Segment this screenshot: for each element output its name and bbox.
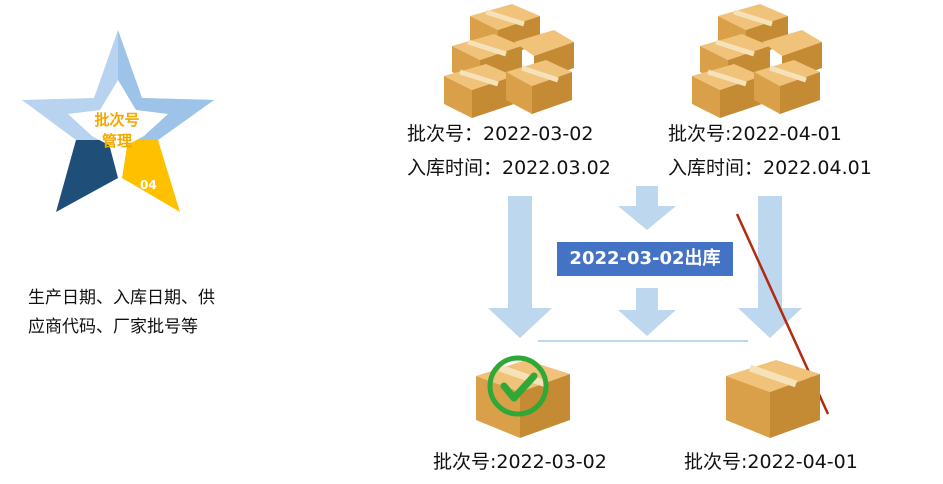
batch-star-badge — [22, 30, 214, 212]
result-right-batch: 批次号:2022-04-01 — [684, 451, 858, 473]
box-right-icon — [726, 360, 820, 438]
right-inbound-time: 入库时间：2022.04.01 — [668, 157, 872, 179]
left-batch-number: 批次号：2022-03-02 — [407, 123, 594, 145]
batch-attributes-description: 生产日期、入库日期、供应商代码、厂家批号等 — [28, 288, 215, 337]
check-icon — [487, 355, 549, 417]
center-top-arrow — [618, 186, 676, 230]
center-bottom-arrow — [618, 288, 676, 336]
result-left-batch: 批次号:2022-03-02 — [433, 451, 607, 473]
box-stack-right-icon — [692, 4, 822, 118]
left-inbound-time: 入库时间：2022.03.02 — [407, 157, 611, 179]
badge-title-line2: 管理 — [101, 132, 132, 150]
box-stack-left-icon — [444, 4, 574, 118]
right-down-arrow — [738, 196, 802, 338]
outbound-banner: 2022-03-02出库 — [557, 242, 733, 276]
badge-title-line1: 批次号 — [94, 111, 140, 129]
badge-number: 04 — [140, 178, 157, 192]
badge-title: 批次号 管理 — [82, 110, 152, 152]
right-batch-number: 批次号:2022-04-01 — [668, 123, 842, 145]
left-down-arrow — [488, 196, 552, 338]
